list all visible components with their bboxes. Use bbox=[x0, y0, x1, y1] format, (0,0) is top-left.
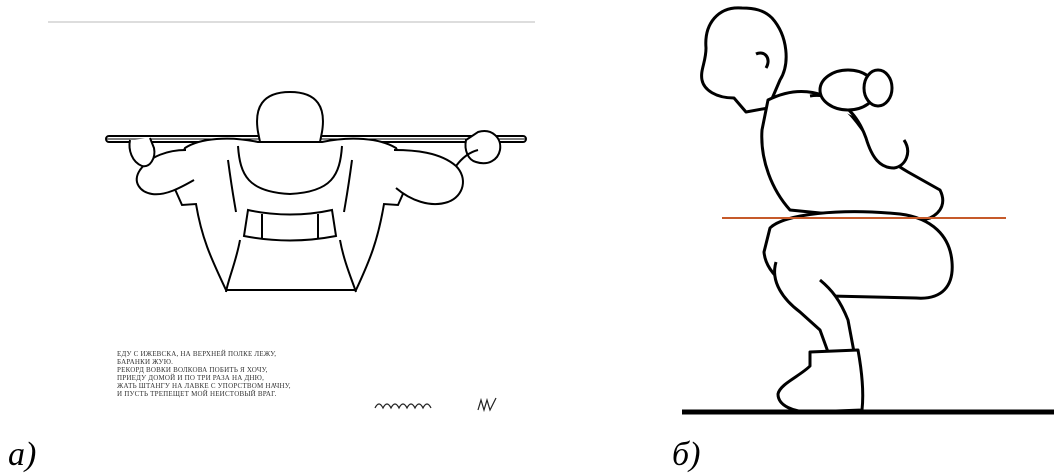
figure-panel-b bbox=[660, 0, 1054, 474]
poem-line: И ПУСТЬ ТРЕПЕЩЕТ МОЙ НЕИСТОВЫЙ ВРАГ. bbox=[117, 390, 417, 398]
figure-panel-a: ЕДУ С ИЖЕВСКА, НА ВЕРХНЕЙ ПОЛКЕ ЛЕЖУ, БА… bbox=[0, 0, 560, 474]
poem-line: РЕКОРД ВОВКИ ВОЛКОВА ПОБИТЬ Я ХОЧУ, bbox=[117, 366, 417, 374]
signature bbox=[375, 398, 496, 410]
caption-a: а) bbox=[8, 436, 36, 474]
poem-line: ЕДУ С ИЖЕВСКА, НА ВЕРХНЕЙ ПОЛКЕ ЛЕЖУ, bbox=[117, 350, 417, 358]
poem-line: ЖАТЬ ШТАНГУ НА ЛАВКЕ С УПОРСТВОМ НАЧНУ, bbox=[117, 382, 417, 390]
poem-text: ЕДУ С ИЖЕВСКА, НА ВЕРХНЕЙ ПОЛКЕ ЛЕЖУ, БА… bbox=[117, 350, 417, 398]
side-view-squat-illustration bbox=[660, 0, 1054, 474]
athlete-left-arm bbox=[130, 138, 195, 194]
barbell-end bbox=[820, 70, 892, 110]
poem-line: БАРАНКИ ЖУЮ. bbox=[117, 358, 417, 366]
athlete-shoe bbox=[778, 350, 863, 412]
poem-line: ПРИЕДУ ДОМОЙ И ПО ТРИ РАЗА НА ДНЮ, bbox=[117, 374, 417, 382]
caption-b: б) bbox=[672, 436, 700, 474]
back-view-illustration bbox=[0, 0, 560, 474]
athlete-torso bbox=[170, 139, 410, 292]
